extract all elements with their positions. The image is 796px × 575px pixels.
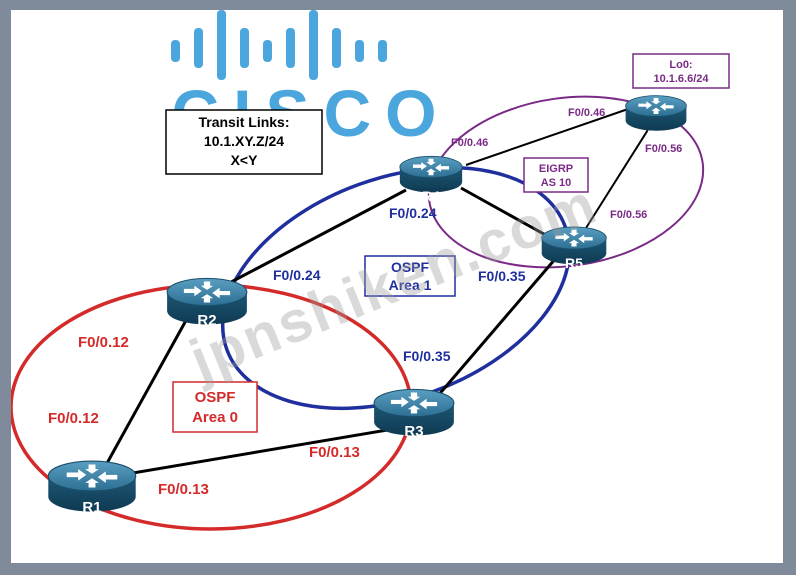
loopback-box: Lo0: 10.1.6.6/24 [632,53,730,89]
ospf-area0-line2: Area 0 [192,409,238,426]
cisco-logo-bars-icon [171,10,387,80]
if-r2-to-r1: F0/0.12 [78,334,129,351]
if-r4-to-r2: F0/0.24 [389,205,437,221]
if-r6-to-r5: F0/0.56 [645,143,682,155]
diagram-canvas: CISCO R6 R4 R5 R2 R3 R1 Trans [11,10,783,563]
router-r3-label: R3 [404,423,423,440]
router-r1-label: R1 [82,499,101,516]
eigrp-line2: AS 10 [541,177,572,189]
interface-labels: F0/0.12 F0/0.12 F0/0.13 F0/0.13 F0/0.24 … [48,107,682,498]
router-r2-label: R2 [197,312,216,329]
if-r5-to-r3: F0/0.35 [478,268,526,284]
transit-links-line2: 10.1.XY.Z/24 [204,133,284,149]
link-r4-r6 [465,107,632,166]
router-r6-label: R6 [647,127,665,143]
router-r5-label: R5 [565,255,583,271]
if-r1-to-r2: F0/0.12 [48,410,99,427]
ospf-area1-line1: OSPF [391,259,430,275]
link-r4-r5 [460,186,552,240]
if-r1-to-r3: F0/0.13 [158,481,209,498]
router-r3: R3 [373,388,455,440]
links [104,107,652,477]
eigrp-ellipse [427,95,705,269]
router-r4: R4 [399,155,463,204]
if-r3-to-r5: F0/0.35 [403,348,451,364]
router-r1: R1 [47,460,137,516]
if-r2-to-r4: F0/0.24 [273,267,321,283]
if-r5-to-r6: F0/0.56 [610,209,647,221]
if-r6-to-r4: F0/0.46 [568,107,605,119]
eigrp-line1: EIGRP [539,163,573,175]
router-r2: R2 [166,277,248,329]
transit-links-box: Transit Links: 10.1.XY.Z/24 X<Y [165,109,323,175]
router-r6: R6 [625,95,687,143]
if-r4-to-r6: F0/0.46 [451,137,488,149]
transit-links-line3: X<Y [231,152,259,168]
router-r4-label: R4 [422,188,440,204]
loopback-line1: Lo0: [669,59,692,71]
eigrp-box: EIGRP AS 10 [523,157,589,193]
ospf-area0-box: OSPF Area 0 [172,381,258,433]
transit-links-line1: Transit Links: [198,114,289,130]
if-r3-to-r1: F0/0.13 [309,444,360,461]
link-r3-r5 [434,257,558,399]
link-r1-r2 [104,314,191,466]
network-topology-diagram: CISCO R6 R4 R5 R2 R3 R1 Trans [11,10,730,531]
link-r5-r6 [585,124,652,229]
router-r5: R5 [541,226,607,271]
loopback-line2: 10.1.6.6/24 [653,73,709,85]
link-r2-r4 [215,188,407,292]
link-r1-r3 [120,426,400,477]
ospf-area0-line1: OSPF [195,389,236,406]
ospf-area1-box: OSPF Area 1 [364,255,456,297]
ospf-area1-line2: Area 1 [389,277,432,293]
